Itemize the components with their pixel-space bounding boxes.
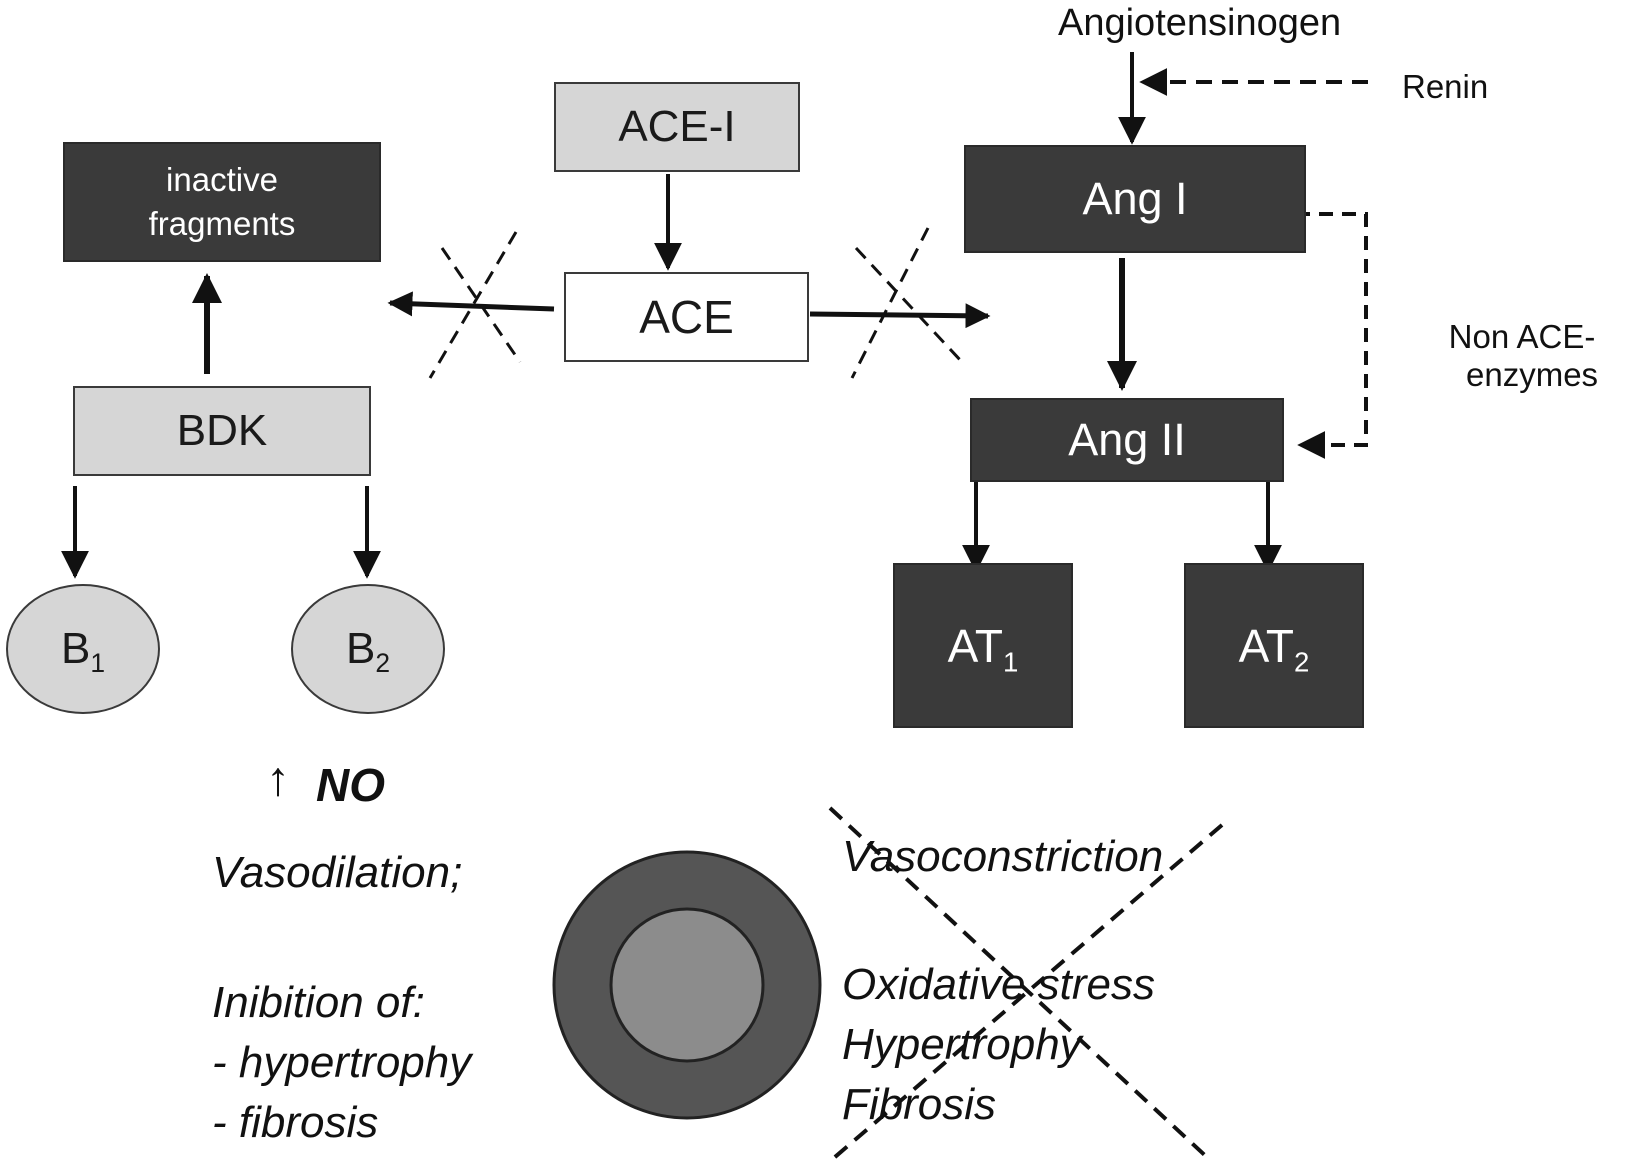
fibrosis-text: - fibrosis — [212, 1098, 379, 1147]
arrow-non-ace-dashed — [1296, 212, 1368, 459]
vessel-inner — [609, 907, 765, 1063]
ang-i-label: Ang I — [1082, 173, 1188, 224]
vasodilation-text: Vasodilation; — [212, 848, 463, 897]
cross-dash-1 — [828, 806, 1212, 1162]
oxidative-stress-text: Oxidative stress — [842, 960, 1155, 1009]
non-ace-line2: enzymes — [1466, 356, 1599, 393]
vasoconstriction-text: Vasoconstriction — [842, 832, 1164, 881]
inactive-fragments-box: inactive fragments — [63, 142, 381, 262]
ang-ii-box: Ang II — [970, 398, 1284, 482]
inhibition-of-text: Inibition of: — [212, 978, 425, 1027]
arrow-ace-to-fragments — [387, 291, 555, 317]
inactive-fragments-line2: fragments — [148, 205, 296, 242]
no-up-arrow: ↑ — [266, 753, 290, 806]
non-ace-line1: Non ACE- — [1448, 318, 1596, 355]
b1-receptor: B1 — [6, 584, 160, 714]
at1-label: AT1 — [947, 619, 1019, 678]
inactive-fragments-line1: inactive — [166, 161, 278, 198]
b1-label: B1 — [60, 624, 106, 679]
angiotensinogen-label: Angiotensinogen — [1058, 2, 1342, 44]
ang-ii-label: Ang II — [1068, 414, 1186, 465]
arrow-ace-to-ang-ii — [809, 303, 991, 329]
hypertrophy-right-text: Hypertrophy — [842, 1020, 1082, 1069]
block-left-dash-2 — [428, 231, 518, 379]
b2-receptor: B2 — [291, 584, 445, 714]
cross-dash-2 — [826, 823, 1224, 1165]
at2-receptor-box: AT2 — [1184, 563, 1364, 728]
renin-label: Renin — [1402, 68, 1489, 105]
bdk-box: BDK — [73, 386, 371, 476]
ace-box: ACE — [564, 272, 809, 362]
at1-receptor-box: AT1 — [893, 563, 1073, 728]
fibrosis-right-text: Fibrosis — [842, 1080, 997, 1129]
bdk-label: BDK — [176, 406, 268, 455]
b2-label: B2 — [345, 624, 391, 679]
block-right-dash-1 — [854, 246, 964, 364]
ace-i-label: ACE-I — [618, 102, 736, 151]
at2-label: AT2 — [1238, 619, 1310, 678]
hypertrophy-text: - hypertrophy — [212, 1038, 472, 1087]
non-ace-enzymes-label: Non ACE- enzymes — [1446, 318, 1598, 394]
ace-label: ACE — [639, 291, 734, 343]
ace-i-box: ACE-I — [554, 82, 800, 172]
block-right-dash-2 — [850, 227, 930, 379]
no-label: NO — [316, 759, 385, 811]
ang-i-box: Ang I — [964, 145, 1306, 253]
block-left-dash-1 — [440, 247, 522, 363]
